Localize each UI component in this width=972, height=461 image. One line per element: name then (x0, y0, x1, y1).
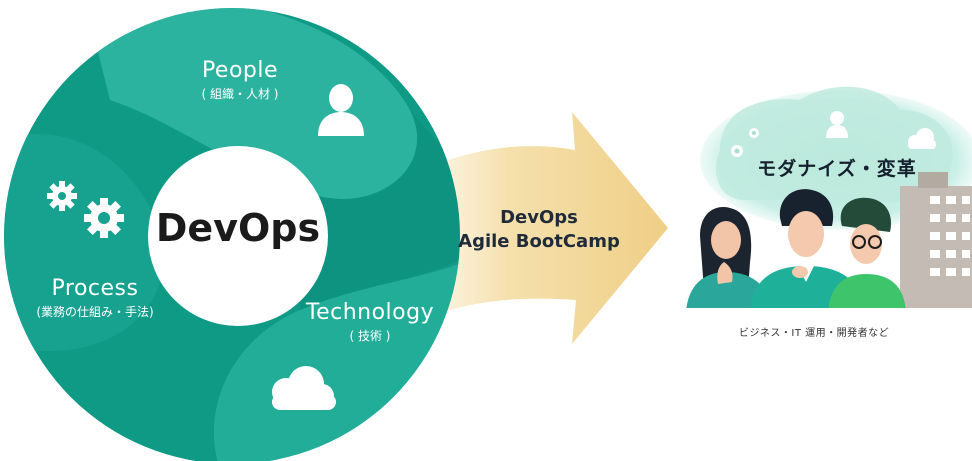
gears-icon (47, 181, 124, 238)
cloud-icon (272, 366, 336, 410)
building-illustration (900, 172, 972, 312)
center-disc (148, 146, 328, 326)
process-label: Process (51, 276, 139, 301)
modernization-scene (680, 86, 972, 312)
small-gears-icon (731, 128, 759, 157)
audience-caption: ビジネス・IT 運用・開発者など (738, 328, 890, 339)
person-icon (318, 84, 364, 136)
transformation-arrow (420, 112, 668, 344)
small-cloud-icon (908, 128, 936, 149)
people-segment (90, 8, 417, 199)
arrow-label: DevOps Agile BootCamp (448, 206, 630, 254)
technology-sublabel: ( 技術 ) (349, 329, 391, 343)
modernization-title: モダナイズ・変革 (757, 158, 917, 180)
technology-label-group: Technology ( 技術 ) (300, 300, 440, 344)
person-glasses-illustration (828, 197, 906, 312)
center-title: DevOps (155, 206, 321, 250)
people-label-group: People ( 組織・人材 ) (180, 58, 300, 102)
process-label-group: Process (業務の仕組み・手法) (20, 276, 170, 320)
people-sublabel: ( 組織・人材 ) (201, 87, 279, 101)
small-person-icon (826, 111, 848, 138)
process-sublabel: (業務の仕組み・手法) (36, 305, 154, 319)
arrow-label-line1: DevOps (500, 207, 578, 228)
process-segment (4, 134, 164, 352)
people-label: People (201, 58, 279, 83)
technology-label: Technology (305, 300, 435, 325)
person-woman-illustration (686, 207, 772, 312)
arrow-label-line2: Agile BootCamp (458, 231, 620, 252)
